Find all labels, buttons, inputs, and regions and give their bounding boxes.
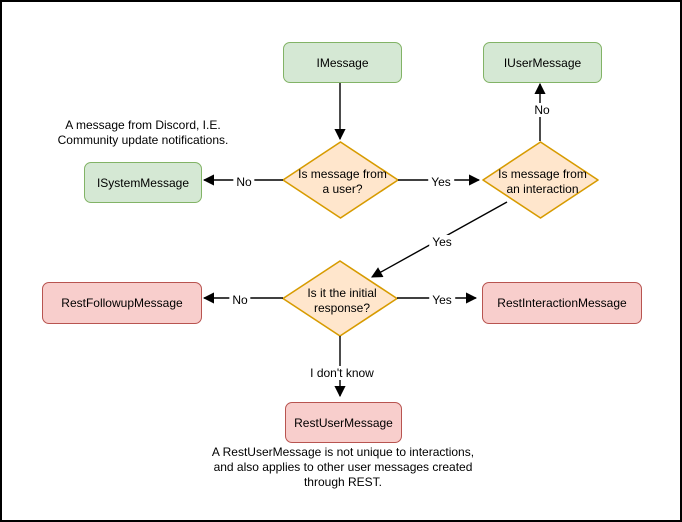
decision-is-user-shape (282, 141, 399, 219)
annotation-restusermessage-note: A RestUserMessage is not unique to inter… (211, 445, 475, 489)
node-restusermessage-label: RestUserMessage (294, 415, 393, 430)
node-imessage: IMessage (283, 42, 402, 83)
node-restfollowupmessage-label: RestFollowupMessage (61, 296, 183, 310)
edge-label-interaction-yes: Yes (429, 235, 455, 249)
edge-label-user-yes: Yes (428, 175, 454, 189)
edge-label-user-no: No (233, 175, 255, 189)
node-imessage-label: IMessage (316, 55, 369, 70)
node-isystemmessage-label: ISystemMessage (96, 175, 190, 190)
node-isystemmessage: ISystemMessage (84, 162, 202, 203)
decision-is-interaction-shape (482, 141, 599, 219)
edge-label-initial-yes: Yes (429, 293, 455, 307)
node-iusermessage-label: IUserMessage (503, 55, 582, 70)
node-restfollowupmessage: RestFollowupMessage (42, 282, 202, 324)
node-iusermessage: IUserMessage (483, 42, 602, 83)
edge-label-interaction-no: No (531, 103, 553, 117)
node-restinteractionmessage-label: RestInteractionMessage (497, 296, 627, 310)
edge-label-initial-no: No (229, 293, 251, 307)
node-restusermessage: RestUserMessage (285, 402, 402, 443)
annotation-isystemmessage-note: A message from Discord, I.E. Community u… (57, 118, 229, 147)
node-restinteractionmessage: RestInteractionMessage (482, 282, 642, 324)
edge-label-initial-unknown: I don't know (307, 366, 377, 380)
